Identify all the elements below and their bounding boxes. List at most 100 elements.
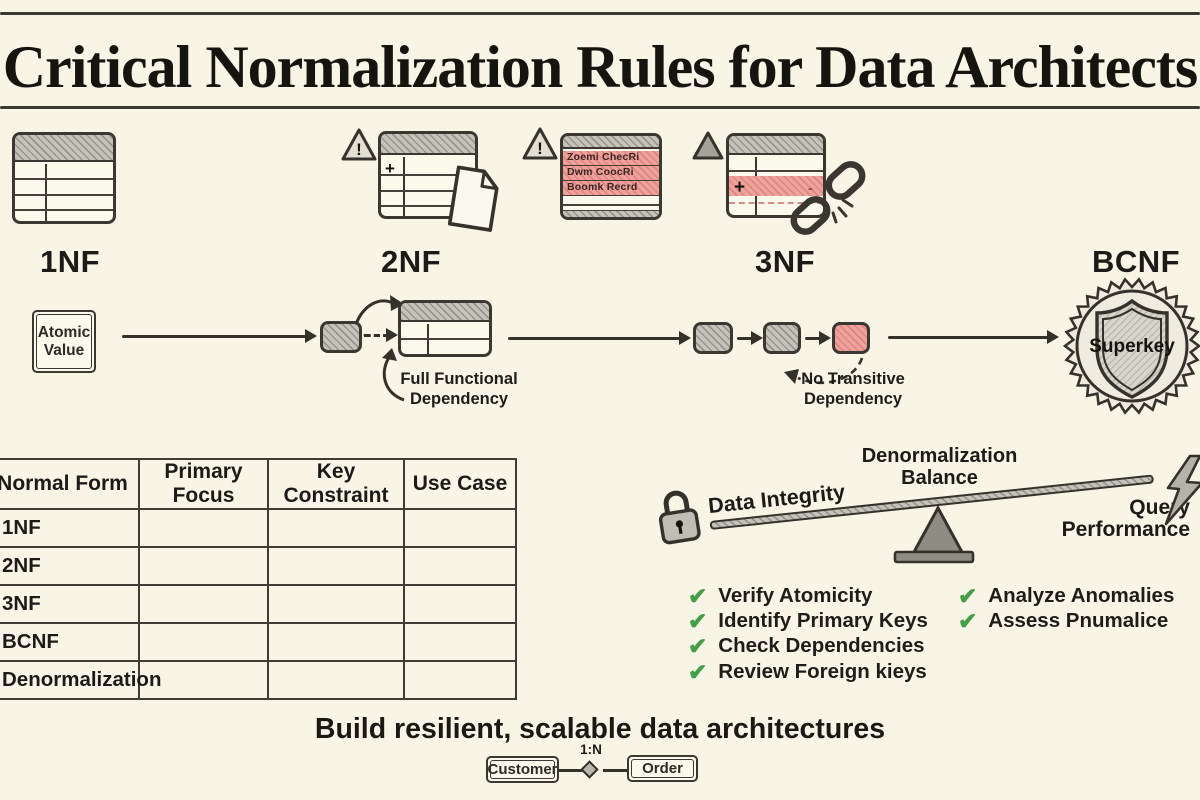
checklist-item: ✔ Assess Pnumalice [958, 608, 1174, 633]
table-header-band [15, 135, 113, 162]
page-title: Critical Normalization Rules for Data Ar… [2, 34, 1199, 100]
empty-cell [403, 584, 517, 624]
row-label: 3NF [0, 584, 140, 624]
red-table-row: Dwm CoocRi [563, 166, 659, 181]
table-row: 3NF [0, 584, 517, 624]
empty-cell [403, 622, 517, 662]
fulcrum-icon [893, 504, 975, 564]
flow-arrow [888, 330, 1059, 345]
table-row: 2NF [0, 546, 517, 586]
check-icon: ✔ [688, 608, 708, 635]
table-header-band [729, 136, 823, 155]
checklist-left: ✔ Verify Atomicity ✔ Identify Primary Ke… [688, 583, 928, 684]
stage-label-1nf: 1NF [40, 244, 101, 279]
check-icon: ✔ [958, 583, 978, 609]
check-icon: ✔ [958, 608, 978, 635]
key-box [320, 321, 362, 353]
checklist-item-label: Assess Pnumalice [988, 609, 1169, 633]
col-use-case: Use Case [403, 458, 517, 510]
curved-arrow [382, 348, 405, 402]
row-label: 1NF [0, 508, 140, 548]
er-connector [559, 769, 583, 772]
er-connector [603, 769, 627, 772]
flow-arrow [122, 329, 317, 344]
dashed-curved-arrow [784, 357, 864, 385]
flow-arrow [737, 331, 763, 346]
highlighted-row [729, 176, 823, 196]
empty-cell [267, 660, 405, 700]
checklist-item-label: Analyze Anomalies [988, 584, 1175, 607]
empty-cell [267, 546, 405, 586]
triangle-icon [692, 131, 724, 160]
empty-cell [138, 508, 269, 548]
checklist-item-label: Review Foreign kieys [718, 659, 927, 683]
empty-cell [138, 546, 269, 586]
empty-cell [138, 584, 269, 624]
col-normal-form: Normal Form [0, 458, 140, 510]
er-diamond-icon [580, 760, 599, 779]
warning-icon: ! [522, 127, 558, 160]
2nf-flow-table [398, 300, 492, 357]
full-functional-note: Full Functional Dependency [400, 370, 518, 408]
er-cardinality: 1:N [580, 742, 602, 757]
checklist-item-label: Verify Atomicity [718, 584, 873, 607]
empty-cell [403, 546, 517, 586]
no-transitive-note: No Transitive Dependency [801, 370, 905, 408]
table-header-band [401, 303, 489, 322]
table-row: BCNF [0, 622, 517, 662]
checklist-item-label: Check Dependencies [718, 634, 925, 658]
checklist-item: ✔ Verify Atomicity [688, 583, 928, 608]
er-entity-customer: Customer [486, 756, 559, 783]
row-label: Denormalization [0, 660, 161, 700]
minus-mark: - [808, 180, 813, 197]
checklist-item-label: Identify Primary Keys [718, 609, 928, 633]
table-header-band [381, 134, 475, 155]
stage-label-2nf: 2NF [381, 244, 442, 279]
warning-icon: ! [341, 128, 377, 161]
table-divider [45, 164, 48, 221]
normal-forms-table: Normal Form Primary Focus Key Constraint… [0, 458, 517, 700]
1nf-table-icon [12, 132, 116, 224]
attribute-box [693, 322, 733, 354]
superkey-label: Superkey [1089, 336, 1175, 357]
attribute-box [763, 322, 801, 354]
lock-icon [658, 490, 701, 545]
empty-cell [267, 508, 405, 548]
title-rule [0, 106, 1200, 109]
stage-label-bcnf: BCNF [1092, 244, 1181, 279]
table-header-band [563, 136, 659, 149]
checklist-item: ✔ Check Dependencies [688, 633, 928, 658]
svg-text:!: ! [356, 140, 362, 159]
col-primary-focus: Primary Focus [138, 458, 269, 510]
top-rule [0, 12, 1200, 15]
empty-cell [267, 584, 405, 624]
checklist-item: ✔ Identify Primary Keys [688, 608, 928, 633]
dashed-arrow [363, 328, 398, 343]
atomic-value-line1: Atomic [37, 324, 91, 341]
col-key-constraint: Key Constraint [267, 458, 405, 510]
atomic-value-box: Atomic Value [32, 310, 96, 373]
red-table-row: Boomk Recrd [563, 181, 659, 196]
table-header-row: Normal Form Primary Focus Key Constraint… [0, 458, 517, 510]
balance-title: Denormalization Balance [861, 445, 1018, 489]
table-row: 1NF [0, 508, 517, 548]
broken-chain-icon [790, 161, 866, 235]
row-label: BCNF [0, 622, 140, 662]
red-table-row: Zoemi ChecRi [563, 151, 659, 166]
checklist-right: ✔ Analyze Anomalies ✔ Assess Pnumalice [958, 583, 1174, 633]
row-label: 2NF [0, 546, 140, 586]
transitive-attribute-box [832, 322, 870, 354]
checklist-item: ✔ Review Foreign kieys [688, 659, 928, 684]
empty-cell [403, 508, 517, 548]
er-entity-order: Order [627, 755, 698, 782]
checklist-item: ✔ Analyze Anomalies [958, 583, 1174, 608]
superkey-badge-icon: Superkey [1062, 277, 1200, 415]
check-icon: ✔ [688, 583, 708, 609]
table-row: Denormalization [0, 660, 517, 700]
flow-arrow [805, 331, 831, 346]
curved-arrow [354, 295, 404, 325]
empty-cell [138, 622, 269, 662]
check-icon: ✔ [688, 633, 708, 660]
